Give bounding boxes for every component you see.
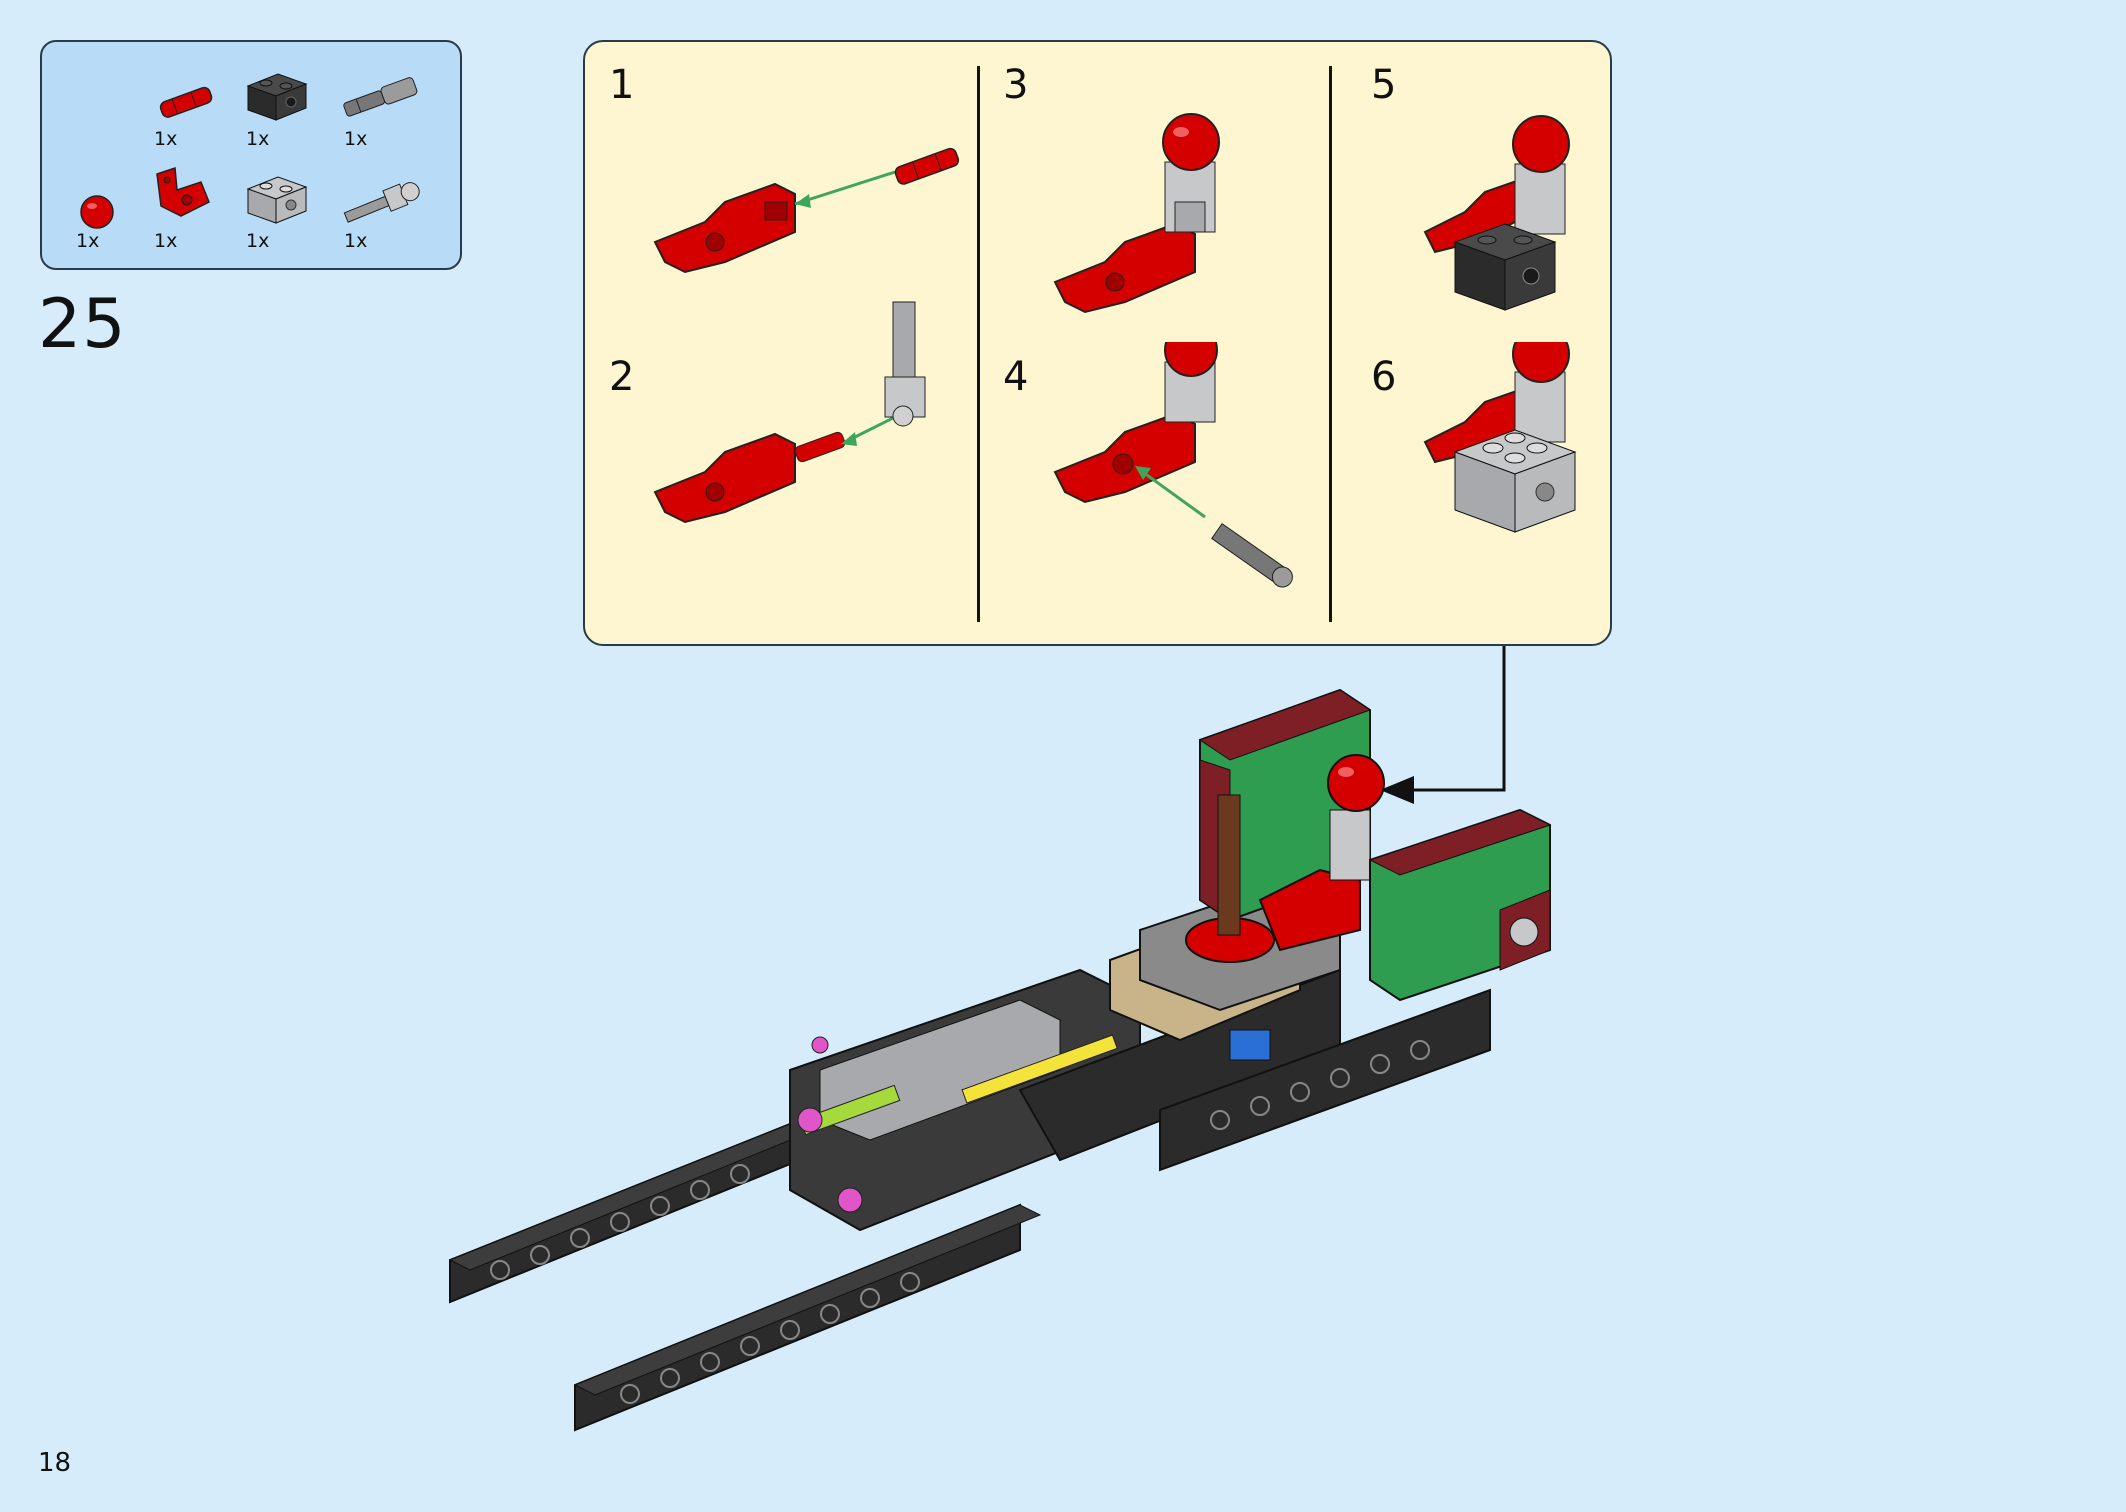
substep-5-illustration — [1423, 115, 1570, 311]
column-divider — [977, 66, 980, 622]
substep-6-illustration — [1423, 342, 1577, 533]
red-axle-pin-icon — [152, 82, 222, 162]
column-divider — [1329, 66, 1332, 622]
gray-technic-brick-icon — [242, 167, 312, 247]
parts-list: 1x 1x 1x 1x 1x 1x 1x — [40, 40, 462, 270]
substep-1-illustration — [653, 147, 960, 274]
part-qty: 1x — [344, 128, 368, 150]
substep-2-illustration — [653, 301, 926, 524]
part-qty: 1x — [154, 128, 178, 150]
callout-arrow — [1380, 646, 1506, 804]
black-beam-right — [573, 1203, 1042, 1432]
part-qty: 1x — [154, 230, 178, 252]
substep-3-illustration — [1053, 113, 1220, 314]
black-beam-left — [448, 1118, 822, 1304]
gray-ball-joint-axle-icon — [337, 172, 420, 252]
part-qty: 1x — [344, 230, 368, 252]
red-bracket-part — [653, 182, 796, 274]
gray-axle-connector-icon — [337, 72, 418, 152]
black-technic-brick-icon — [242, 64, 312, 144]
substep-number: 1 — [609, 62, 635, 108]
substep-number: 4 — [1003, 354, 1029, 400]
substep-number: 2 — [609, 354, 635, 400]
substep-panel: 1 2 3 4 5 6 — [583, 40, 1612, 646]
red-bracket-icon — [147, 160, 217, 240]
step-number: 25 — [38, 285, 127, 364]
red-ball-icon — [72, 187, 142, 267]
substep-4-illustration — [1053, 342, 1293, 588]
part-qty: 1x — [76, 230, 100, 252]
substep-number: 3 — [1003, 62, 1029, 108]
part-qty: 1x — [246, 128, 270, 150]
substep-number: 6 — [1371, 354, 1397, 400]
part-qty: 1x — [246, 230, 270, 252]
page-number: 18 — [38, 1448, 72, 1478]
main-model-illustration — [448, 688, 1552, 1432]
substep-number: 5 — [1371, 62, 1397, 108]
